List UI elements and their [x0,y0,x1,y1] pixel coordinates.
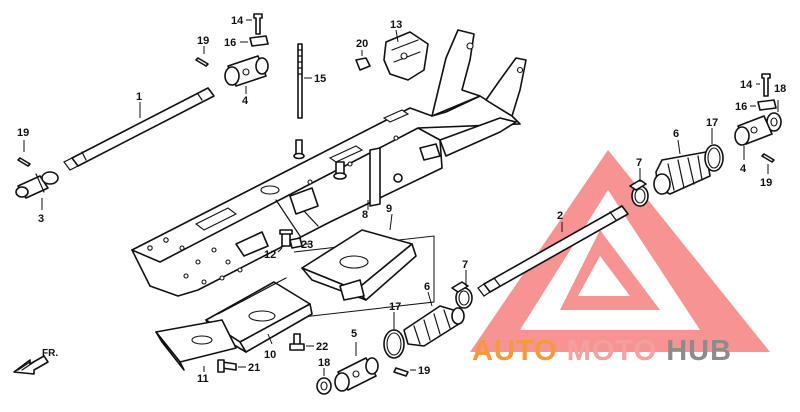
callout-2: 2 [557,210,563,222]
callout-14a: 14 [231,15,244,27]
part-5-universal-joint: 5 [334,328,379,392]
callout-6b: 6 [424,281,430,293]
callout-19c: 19 [760,177,772,189]
callout-19d: 19 [418,365,430,377]
front-direction-label: FR. [42,348,58,359]
callout-6a: 6 [673,128,679,140]
part-8-support: 8 [362,147,381,221]
watermark-auto: AUTO [472,335,558,367]
part-21-bolt: 21 [217,359,260,374]
part-19-pin-right: 19 [760,153,775,189]
callout-7a: 7 [636,157,642,169]
callout-21: 21 [248,362,260,374]
watermark-text: AUTO MOTO HUB [472,335,732,367]
part-11-plate: 11 [155,319,237,385]
part-16-nut-right: 16 [735,99,777,113]
part-12-bolt: 12 [264,229,293,261]
callout-20: 20 [356,38,368,50]
callout-15: 15 [314,73,326,85]
part-16-nut-left: 16 [224,35,269,49]
part-17-ring-lower: 17 [383,301,405,359]
part-1-front-shaft: 1 [63,87,215,171]
callout-8: 8 [362,209,368,221]
callout-7b: 7 [462,259,468,271]
part-14-bolt-right: 14 [740,73,771,97]
callout-10: 10 [264,349,276,361]
callout-18b: 18 [318,357,330,369]
callout-12: 12 [264,249,276,261]
callout-16a: 16 [224,37,236,49]
callout-9: 9 [386,203,392,215]
part-14-bolt-left: 14 [231,13,263,35]
callout-17a: 17 [706,117,718,129]
callout-17b: 17 [389,301,401,313]
callout-4a: 4 [242,95,249,107]
part-23-nut: 23 [289,237,313,251]
part-19-pin-lower: 19 [393,365,430,377]
part-13-bracket: 13 [383,19,429,81]
callout-16b: 16 [735,101,747,113]
part-7-clamp-upper: 7 [629,157,649,207]
callout-13: 13 [390,19,402,31]
part-4-yoke-right: 4 [734,115,773,175]
part-3-universal-joint: 3 [15,171,59,225]
callout-19b: 19 [197,35,209,47]
main-frame [131,29,527,297]
watermark-hub: HUB [666,335,732,367]
part-18-washer-right: 18 [766,83,786,132]
callout-3: 3 [38,213,44,225]
part-18-washer-lower: 18 [316,357,332,395]
part-19-pin-upper: 19 [195,35,209,67]
callout-11: 11 [197,373,209,385]
callout-4b: 4 [740,163,747,175]
callout-1: 1 [136,91,142,103]
callout-19a: 19 [17,127,29,139]
svg-text:AUTO MOTO HUB: AUTO MOTO HUB [472,335,732,367]
part-9-skid-plate: 9 [293,203,435,319]
part-7-clamp-lower: 7 [451,259,473,309]
part-6-boot-upper: 6 [653,128,711,195]
callout-14b: 14 [740,79,753,91]
part-4-yoke-left: 4 [224,55,269,107]
watermark-triangle-logo [470,150,770,352]
part-2-rear-shaft: 2 [477,205,629,297]
callout-23: 23 [301,239,313,251]
watermark-moto: MOTO [567,335,657,367]
front-direction-arrow-icon: FR. [13,348,58,375]
part-20-nut: 20 [355,38,371,71]
part-15-stud: 15 [297,43,326,119]
part-17-ring-upper: 17 [704,117,724,172]
callout-18a: 18 [774,83,786,95]
part-22-bolt: 22 [289,333,328,353]
part-6-boot-lower: 6 [403,281,465,347]
callout-22: 22 [316,341,328,353]
part-19-pin-front: 19 [17,127,31,167]
part-10-skid-plate: 10 [205,277,313,361]
callout-5: 5 [351,328,357,340]
